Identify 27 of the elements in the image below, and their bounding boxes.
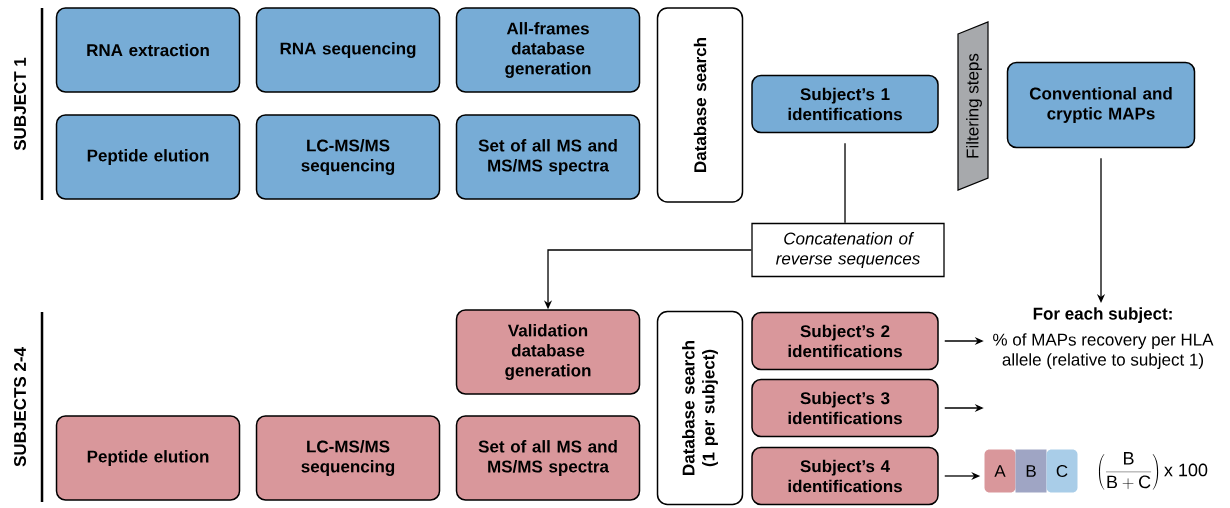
process-box: All-frames database generation xyxy=(455,7,641,93)
process-box: Peptide elution xyxy=(55,114,241,200)
process-box: LC-MS/MS sequencing xyxy=(255,415,441,501)
search-box: Database search xyxy=(656,7,744,203)
process-box: RNA sequencing xyxy=(255,7,441,93)
search-box: Database search (1 per subject) xyxy=(656,310,744,506)
result-text: For each subject: % of MAPs recovery per HLA allele (relative to subject 1) xyxy=(993,307,1214,370)
process-box: Conventional and cryptic MAPs xyxy=(1006,61,1196,149)
process-box: Subject’s 1 identifications xyxy=(751,74,939,134)
process-box: Set of all MS and MS/MS spectra xyxy=(455,114,641,200)
process-box: Subject’s 2 identifications xyxy=(751,311,939,371)
connector-line xyxy=(844,142,846,224)
note-box: Concatenation of reverse sequences xyxy=(751,222,945,278)
process-box: Set of all MS and MS/MS spectra xyxy=(455,415,641,501)
node-label: A xyxy=(994,465,1006,477)
filter-trapezoid: Filtering steps xyxy=(957,21,989,191)
process-box: Subject’s 4 identifications xyxy=(751,446,939,506)
process-box: Validation database generation xyxy=(455,309,641,395)
process-box: Subject’s 3 identifications xyxy=(751,378,939,438)
process-box: RNA extraction xyxy=(55,7,241,93)
segmented-bar: A B C xyxy=(984,449,1078,493)
process-box: Peptide elution xyxy=(55,415,241,501)
process-box: LC-MS/MS sequencing xyxy=(255,114,441,200)
section-label: SUBJECTS 2-4 xyxy=(14,347,27,467)
formula: $\left(\frac{\mathrm{B}}{\mathrm{B + C}}\right)\mathrm{x\ 100}$ xyxy=(1098,452,1208,490)
node-label: C xyxy=(1056,464,1068,478)
section-label: SUBJECT 1 xyxy=(14,57,27,151)
